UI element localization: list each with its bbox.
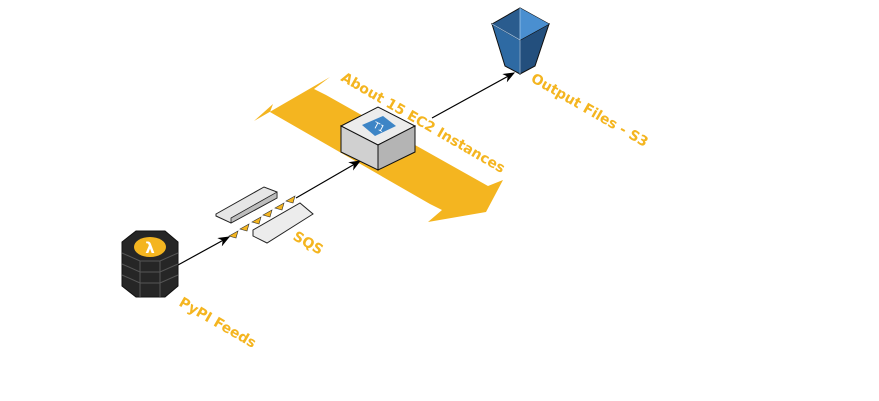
s3-label: Output Files - S3 [528, 71, 651, 151]
sqs-queue-icon [215, 186, 314, 244]
ec2-instance-icon: T1 [339, 106, 417, 171]
connector-pypi-to-sqs [177, 236, 231, 266]
lambda-stack-icon: λ [121, 230, 179, 298]
connector-ec2-to-s3 [431, 72, 516, 119]
pypi-label: PyPI Feeds [176, 295, 259, 352]
s3-bucket-icon [490, 7, 551, 75]
sqs-label: SQS [290, 229, 326, 259]
lambda-symbol: λ [145, 239, 155, 257]
connector-sqs-to-ec2 [295, 160, 362, 199]
